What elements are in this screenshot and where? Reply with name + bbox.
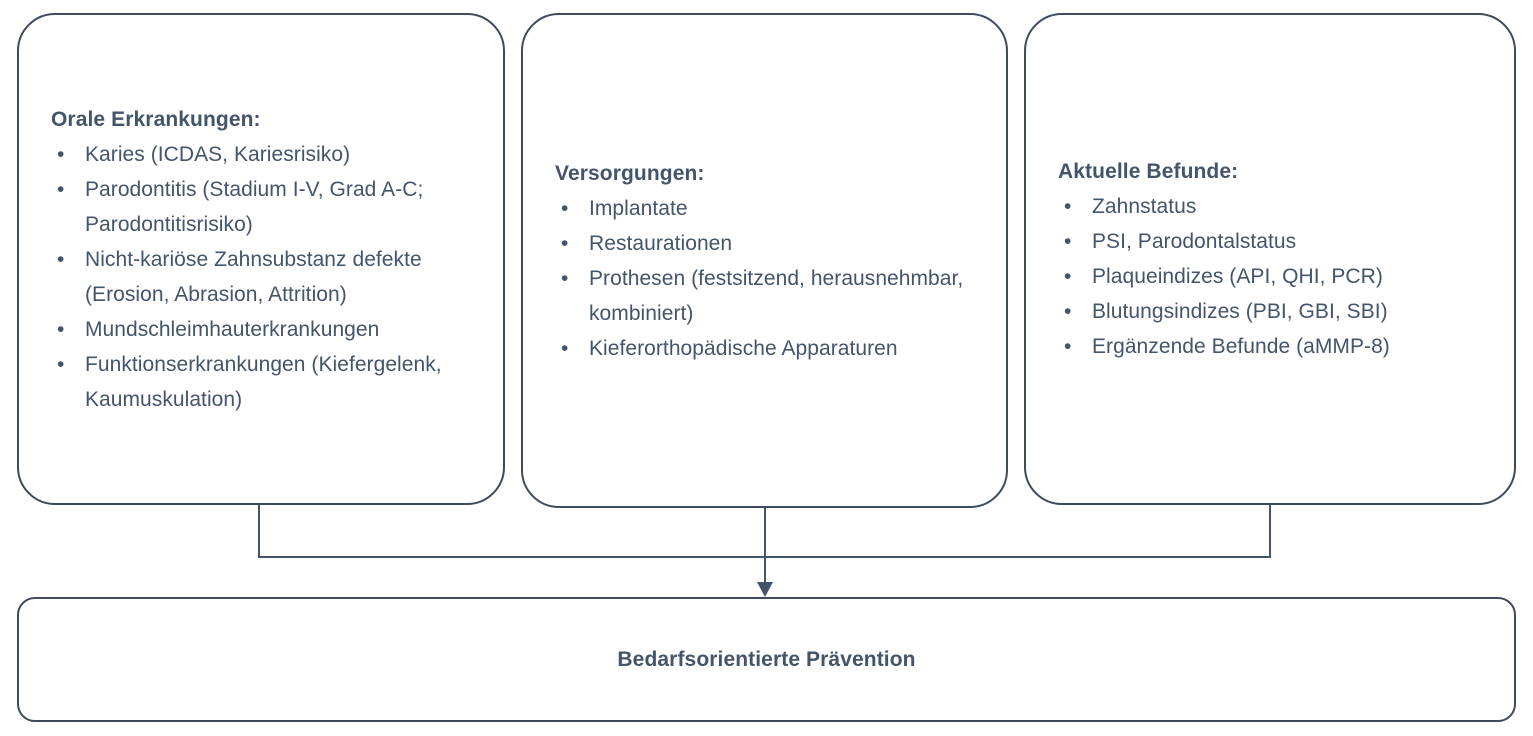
bullet-icon: • [1064, 300, 1072, 323]
list-item: • Ergänzende Befunde (aMMP-8) [1058, 329, 1496, 364]
box-versorgungen: Versorgungen: • Implantate • Restauratio… [521, 13, 1008, 508]
list-item: • Prothesen (festsitzend, herausnehmbar,… [555, 261, 988, 331]
list-item: • Nicht-kariöse Zahnsubstanz defekte (Er… [51, 242, 485, 312]
list-item-label: Prothesen (festsitzend, herausnehmbar, k… [589, 266, 964, 325]
list-item-label: PSI, Parodontalstatus [1092, 230, 1297, 253]
box-versorgungen-list: • Implantate • Restaurationen • Prothese… [555, 191, 988, 366]
list-item-label: Karies (ICDAS, Kariesrisiko) [85, 142, 351, 166]
bullet-icon: • [57, 352, 65, 376]
list-item-label: Implantate [589, 196, 688, 220]
list-item-label: Plaqueindizes (API, QHI, PCR) [1092, 265, 1383, 288]
list-item-label: Nicht-kariöse Zahnsubstanz defekte (Eros… [85, 247, 422, 306]
bullet-icon: • [57, 317, 65, 341]
list-item: • Plaqueindizes (API, QHI, PCR) [1058, 259, 1496, 294]
list-item: • Funktionserkrankungen (Kiefergelenk, K… [51, 347, 485, 417]
list-item: • Karies (ICDAS, Kariesrisiko) [51, 137, 485, 172]
box-bedarfsorientierte-praevention: Bedarfsorientierte Prävention [17, 597, 1516, 722]
box-aktuelle-befunde: Aktuelle Befunde: • Zahnstatus • PSI, Pa… [1024, 13, 1516, 505]
list-item-label: Kieferorthopädische Apparaturen [589, 336, 898, 360]
box-aktuelle-befunde-list: • Zahnstatus • PSI, Parodontalstatus • P… [1058, 189, 1496, 364]
list-item: • Zahnstatus [1058, 189, 1496, 224]
bullet-icon: • [1064, 230, 1072, 253]
connector-arrow-shaft [764, 556, 766, 587]
box-orale-erkrankungen-heading: Orale Erkrankungen: [51, 107, 261, 131]
connector-stub-left [258, 505, 260, 558]
bullet-icon: • [561, 196, 569, 220]
box-versorgungen-heading: Versorgungen: [555, 161, 705, 185]
list-item-label: Ergänzende Befunde (aMMP-8) [1092, 335, 1390, 358]
box-aktuelle-befunde-heading: Aktuelle Befunde: [1058, 160, 1239, 183]
connector-stub-middle [764, 507, 766, 558]
list-item-label: Funktionserkrankungen (Kiefergelenk, Kau… [85, 352, 442, 411]
list-item-label: Blutungsindizes (PBI, GBI, SBI) [1092, 300, 1388, 323]
bullet-icon: • [561, 266, 569, 290]
list-item: • Implantate [555, 191, 988, 226]
arrow-down-icon [757, 582, 773, 597]
list-item: • Blutungsindizes (PBI, GBI, SBI) [1058, 294, 1496, 329]
list-item-label: Restaurationen [589, 231, 733, 255]
bullet-icon: • [1064, 265, 1072, 288]
outcome-label: Bedarfsorientierte Prävention [617, 647, 916, 671]
box-orale-erkrankungen-list: • Karies (ICDAS, Kariesrisiko) • Parodon… [51, 137, 485, 417]
list-item: • PSI, Parodontalstatus [1058, 224, 1496, 259]
list-item-label: Parodontitis (Stadium I-V, Grad A-C; Par… [85, 177, 424, 236]
list-item: • Kieferorthopädische Apparaturen [555, 331, 988, 366]
list-item: • Mundschleimhauterkrankungen [51, 312, 485, 347]
box-orale-erkrankungen: Orale Erkrankungen: • Karies (ICDAS, Kar… [17, 13, 505, 505]
bullet-icon: • [1064, 195, 1072, 218]
bullet-icon: • [561, 231, 569, 255]
bullet-icon: • [57, 142, 65, 166]
bullet-icon: • [57, 247, 65, 271]
bullet-icon: • [57, 177, 65, 201]
list-item-label: Zahnstatus [1092, 195, 1197, 218]
box-aktuelle-befunde-content: Aktuelle Befunde: • Zahnstatus • PSI, Pa… [1026, 154, 1514, 364]
bullet-icon: • [1064, 335, 1072, 358]
list-item-label: Mundschleimhauterkrankungen [85, 317, 380, 341]
connector-stub-right [1269, 505, 1271, 558]
list-item: • Restaurationen [555, 226, 988, 261]
box-orale-erkrankungen-content: Orale Erkrankungen: • Karies (ICDAS, Kar… [19, 102, 503, 417]
box-versorgungen-content: Versorgungen: • Implantate • Restauratio… [523, 156, 1006, 366]
bullet-icon: • [561, 336, 569, 360]
list-item: • Parodontitis (Stadium I-V, Grad A-C; P… [51, 172, 485, 242]
